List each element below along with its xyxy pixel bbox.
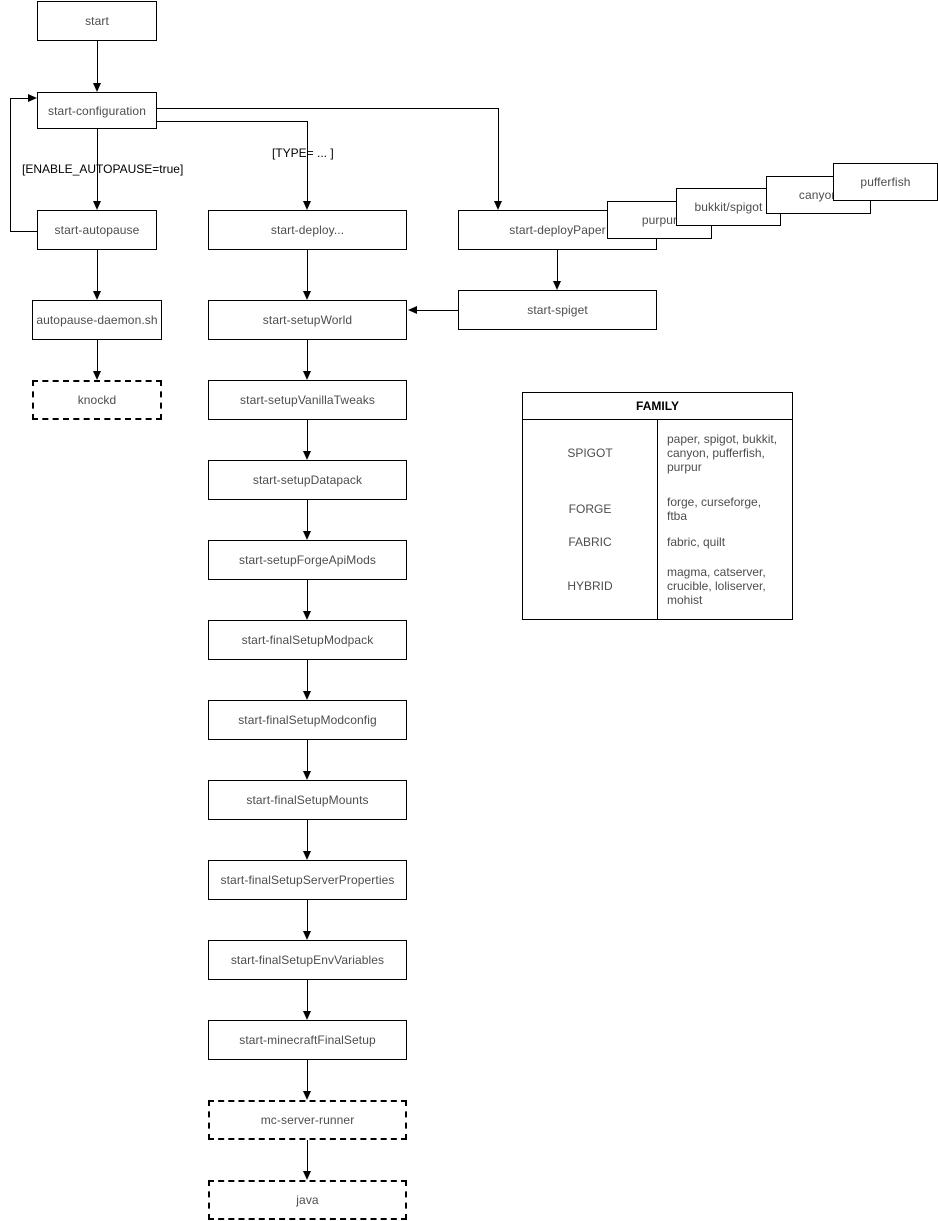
arrowhead-daemon-to-knockd xyxy=(92,371,101,380)
arrowhead-minecraftfinalsetup-to-mcserverrunner xyxy=(302,1091,311,1100)
family-name-spigot: SPIGOT xyxy=(523,419,658,487)
table-row: HYBRID magma, catserver, crucible, lolis… xyxy=(523,552,792,619)
arrowhead-configuration-to-deploypaper xyxy=(493,201,502,210)
node-start-final-setup-server-properties[interactable]: start-finalSetupServerProperties xyxy=(208,860,407,900)
node-mc-server-runner[interactable]: mc-server-runner xyxy=(208,1100,407,1140)
node-start-final-setup-modconfig[interactable]: start-finalSetupModconfig xyxy=(208,700,407,740)
edge-deploypaper-to-spiget xyxy=(557,250,558,282)
family-values-hybrid: magma, catserver, crucible, loliserver, … xyxy=(667,564,766,607)
family-table-header: FAMILY xyxy=(523,393,792,420)
edge-datapack-to-forgeapimods xyxy=(307,500,308,531)
edge-deploy-to-setupworld xyxy=(307,250,308,292)
edge-serverproperties-to-envvariables xyxy=(307,900,308,931)
arrowhead-modpack-to-modconfig xyxy=(302,691,311,700)
node-start-final-setup-mounts[interactable]: start-finalSetupMounts xyxy=(208,780,407,820)
edge-autopause-loopback-left xyxy=(10,98,11,232)
arrowhead-vanillatweaks-to-datapack xyxy=(302,451,311,460)
node-start-setup-forge-api-mods[interactable]: start-setupForgeApiMods xyxy=(208,540,407,580)
node-start-setup-datapack[interactable]: start-setupDatapack xyxy=(208,460,407,500)
arrowhead-spiget-to-setupworld xyxy=(408,305,417,314)
node-start-setup-vanilla-tweaks[interactable]: start-setupVanillaTweaks xyxy=(208,380,407,420)
arrowhead-envvariables-to-minecraftfinalsetup xyxy=(302,1011,311,1020)
edge-autopause-loopback-bottom xyxy=(10,231,38,232)
edge-modconfig-to-mounts xyxy=(307,740,308,771)
arrowhead-start-to-configuration xyxy=(92,83,101,92)
arrowhead-deploypaper-to-spiget xyxy=(552,281,561,290)
edge-setupworld-to-vanillatweaks xyxy=(307,340,308,371)
node-java[interactable]: java xyxy=(208,1180,407,1220)
node-knockd[interactable]: knockd xyxy=(32,380,162,420)
family-name-fabric: FABRIC xyxy=(523,530,658,553)
arrowhead-mounts-to-serverproperties xyxy=(302,851,311,860)
arrowhead-configuration-to-autopause xyxy=(92,201,101,210)
edge-label-type: [TYPE= ... ] xyxy=(272,146,334,160)
family-values-forge: forge, curseforge, ftba xyxy=(667,494,762,523)
table-row: FABRIC fabric, quilt xyxy=(523,530,792,553)
edge-configuration-to-autopause xyxy=(97,129,98,201)
family-name-forge: FORGE xyxy=(523,486,658,531)
table-row: FORGE forge, curseforge, ftba xyxy=(523,486,792,531)
node-start-autopause[interactable]: start-autopause xyxy=(37,210,157,250)
edge-configuration-to-deploypaper-h xyxy=(157,108,499,109)
edge-daemon-to-knockd xyxy=(97,340,98,371)
edge-configuration-to-deploypaper-v xyxy=(498,108,499,201)
arrowhead-forgeapimods-to-modpack xyxy=(302,611,311,620)
arrowhead-mcserverrunner-to-java xyxy=(302,1171,311,1180)
family-values-spigot: paper, spigot, bukkit, canyon, pufferfis… xyxy=(667,432,778,475)
edge-vanillatweaks-to-datapack xyxy=(307,420,308,451)
edge-modpack-to-modconfig xyxy=(307,660,308,691)
family-name-hybrid: HYBRID xyxy=(523,552,658,619)
node-start-final-setup-env-variables[interactable]: start-finalSetupEnvVariables xyxy=(208,940,407,980)
node-start-configuration[interactable]: start-configuration xyxy=(37,92,157,129)
edge-mounts-to-serverproperties xyxy=(307,820,308,851)
edge-envvariables-to-minecraftfinalsetup xyxy=(307,980,308,1011)
edge-autopause-to-daemon xyxy=(97,250,98,292)
edge-autopause-loopback-top xyxy=(10,98,29,99)
node-start[interactable]: start xyxy=(37,1,157,41)
node-start-final-setup-modpack[interactable]: start-finalSetupModpack xyxy=(208,620,407,660)
arrowhead-deploy-to-setupworld xyxy=(302,291,311,300)
edge-mcserverrunner-to-java xyxy=(307,1140,308,1171)
edge-minecraftfinalsetup-to-mcserverrunner xyxy=(307,1060,308,1091)
arrowhead-autopause-loopback xyxy=(28,94,37,102)
edge-spiget-to-setupworld xyxy=(417,310,459,311)
family-values-fabric: fabric, quilt xyxy=(667,534,726,549)
arrowhead-autopause-to-daemon xyxy=(92,291,101,300)
node-variant-bukkit-spigot[interactable]: bukkit/spigot xyxy=(676,188,781,226)
node-variant-pufferfish[interactable]: pufferfish xyxy=(833,163,938,201)
arrowhead-datapack-to-forgeapimods xyxy=(302,531,311,540)
edge-start-to-configuration xyxy=(97,41,98,83)
edge-label-enable-autopause: [ENABLE_AUTOPAUSE=true] xyxy=(22,162,184,176)
family-table: FAMILY SPIGOT paper, spigot, bukkit, can… xyxy=(522,392,793,620)
node-start-setup-world[interactable]: start-setupWorld xyxy=(208,300,407,340)
edge-forgeapimods-to-modpack xyxy=(307,580,308,611)
node-start-spiget[interactable]: start-spiget xyxy=(458,290,657,330)
arrowhead-setupworld-to-vanillatweaks xyxy=(302,371,311,380)
edge-configuration-to-deploy-v xyxy=(307,121,308,201)
arrowhead-configuration-to-deploy xyxy=(302,201,311,210)
table-row: SPIGOT paper, spigot, bukkit, canyon, pu… xyxy=(523,419,792,487)
node-autopause-daemon-sh[interactable]: autopause-daemon.sh xyxy=(32,300,162,340)
arrowhead-modconfig-to-mounts xyxy=(302,771,311,780)
edge-configuration-to-deploy-h xyxy=(157,121,308,122)
arrowhead-serverproperties-to-envvariables xyxy=(302,931,311,940)
node-start-deploy[interactable]: start-deploy... xyxy=(208,210,407,250)
node-start-minecraft-final-setup[interactable]: start-minecraftFinalSetup xyxy=(208,1020,407,1060)
